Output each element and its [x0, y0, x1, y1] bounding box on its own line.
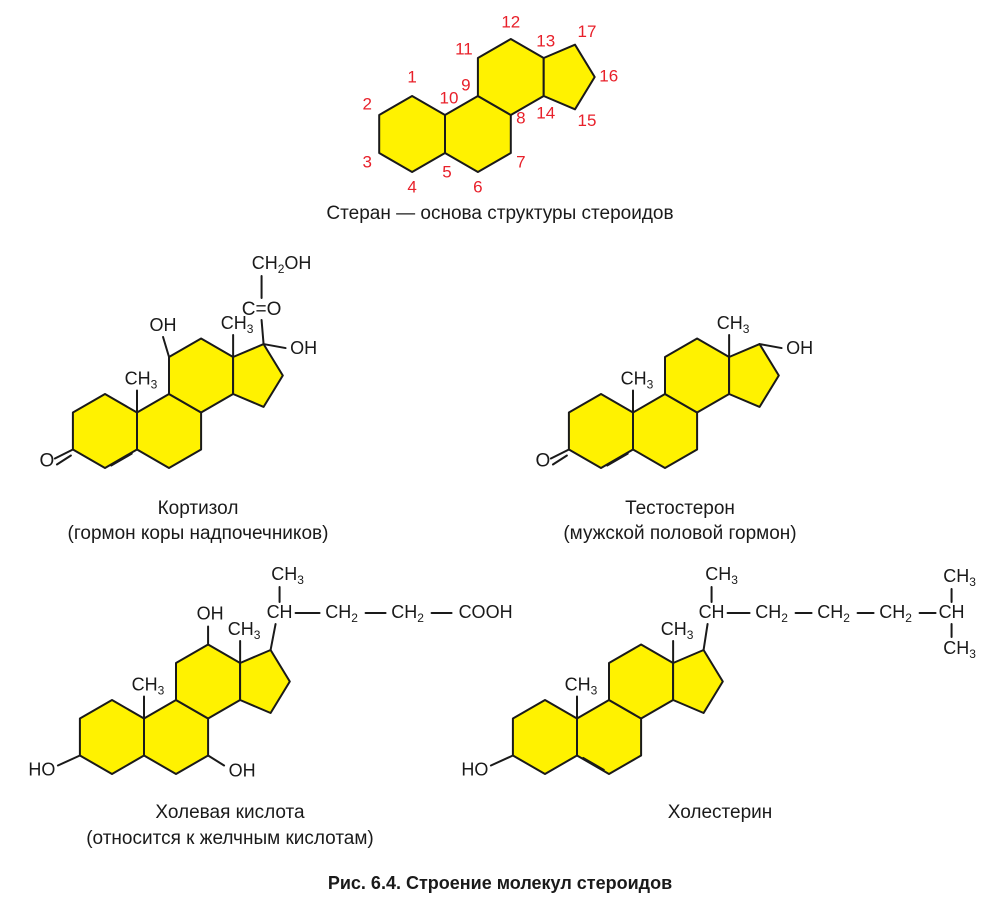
testosterone-oh-17: OH — [786, 338, 813, 358]
cholic-ring-a — [78, 699, 145, 775]
cholesterol-methyl-13: CH3 — [661, 619, 694, 642]
cortisol-methyl-10: CH3 — [125, 368, 158, 391]
cortisol-name: Кортизол — [157, 498, 239, 519]
cholesterol-ch2-b: CH2 — [817, 602, 850, 625]
cholesterol-c20-bond — [702, 623, 709, 652]
cortisol-oh-17: OH — [290, 338, 317, 358]
atom-number-11: 11 — [455, 39, 473, 58]
cholesterol-ch2-c: CH2 — [879, 602, 912, 625]
cholic-ch2-b: CH2 — [391, 602, 424, 625]
cholesterol-ring-a — [511, 699, 578, 775]
cortisol-c3-bond — [53, 448, 74, 460]
atom-number-1: 1 — [407, 67, 416, 86]
testosterone-oh17-bond — [758, 343, 783, 350]
cholic-cooh: COOH — [459, 602, 513, 622]
sterane-ring-a — [378, 95, 446, 173]
figure-caption: Рис. 6.4. Строение молекул стероидов — [327, 873, 673, 893]
cholic-c20-bond — [269, 623, 277, 652]
cholesterol-ring-d — [672, 649, 724, 714]
sterane-caption: Стеран — основа структуры стероидов — [326, 203, 674, 224]
cholesterol-ch: CH — [699, 602, 725, 622]
atom-number-13: 13 — [536, 31, 555, 50]
testosterone-double-bond-4-5 — [606, 452, 629, 467]
cholic-ring-d — [239, 649, 291, 714]
cortisol-double-bond-4-5 — [110, 452, 133, 467]
testosterone-c3-bond-2 — [551, 454, 568, 466]
atom-number-5: 5 — [442, 162, 451, 181]
testosterone-c3-bond — [549, 448, 570, 460]
cholesterol-ho-3: HO — [461, 759, 488, 779]
atom-number-4: 4 — [407, 177, 416, 196]
cortisol-oh11-bond — [162, 336, 171, 358]
cholic-ch2-a: CH2 — [325, 602, 358, 625]
cholic-oh-12: OH — [197, 603, 224, 623]
cortisol-c20-bond — [260, 319, 265, 346]
cholesterol-ch3-down: CH3 — [943, 638, 976, 661]
atom-number-12: 12 — [501, 12, 520, 31]
cholic-acid-description: (относится к желчным кислотам) — [86, 828, 374, 849]
atom-number-3: 3 — [362, 152, 371, 171]
atom-number-14: 14 — [536, 103, 555, 122]
testosterone-name: Тестостерон — [625, 498, 735, 519]
atom-number-15: 15 — [578, 111, 597, 130]
atom-number-6: 6 — [473, 177, 482, 196]
cholic-ho3-bond — [56, 754, 81, 767]
atom-number-2: 2 — [362, 94, 371, 113]
testosterone-methyl-13: CH3 — [717, 313, 750, 336]
cortisol-oh-11: OH — [150, 315, 177, 335]
cortisol-ch2oh: CH2OH — [252, 253, 312, 276]
sterane-ring-d — [542, 43, 596, 111]
cholic-oh7-bond — [207, 754, 226, 767]
testosterone-description: (мужской половой гормон) — [563, 523, 797, 544]
cholic-acid-name: Холевая кислота — [155, 802, 305, 823]
cholesterol-methyl-10: CH3 — [565, 674, 598, 697]
cortisol-c3-bond-2 — [55, 454, 72, 466]
cholic-ho-3: HO — [28, 759, 55, 779]
testosterone-ring-d — [728, 343, 780, 408]
atom-number-16: 16 — [599, 66, 618, 85]
atom-number-9: 9 — [461, 75, 470, 94]
cortisol-oh17-bond — [262, 343, 287, 350]
cortisol-methyl-13: CH3 — [221, 313, 254, 336]
cholesterol-ch-end: CH — [939, 602, 965, 622]
cholesterol-ch2-a: CH2 — [755, 602, 788, 625]
cholesterol-name: Холестерин — [667, 802, 773, 823]
cortisol-c20-keto: C=O — [242, 299, 282, 320]
cholesterol-top-ch3: CH3 — [705, 564, 738, 587]
atom-number-10: 10 — [440, 88, 459, 107]
cortisol-oxygen-3: O — [40, 451, 55, 472]
cholic-oh-7: OH — [229, 760, 256, 780]
cholesterol-double-bond-5-6 — [582, 756, 605, 771]
testosterone-methyl-10: CH3 — [621, 368, 654, 391]
atom-number-7: 7 — [516, 152, 525, 171]
cholic-ch: CH — [267, 602, 293, 622]
testosterone-oxygen-3: O — [536, 451, 551, 472]
cholic-methyl-13: CH3 — [228, 619, 261, 642]
cholic-top-ch3: CH3 — [271, 564, 304, 587]
atom-number-17: 17 — [578, 22, 597, 41]
cortisol-description: (гормон коры надпочечников) — [67, 523, 329, 544]
cholesterol-ch3-up: CH3 — [943, 566, 976, 589]
cholic-methyl-10: CH3 — [132, 674, 165, 697]
cholesterol-ho3-bond — [489, 754, 514, 767]
cortisol-ring-d — [232, 343, 284, 408]
atom-number-8: 8 — [516, 108, 525, 127]
